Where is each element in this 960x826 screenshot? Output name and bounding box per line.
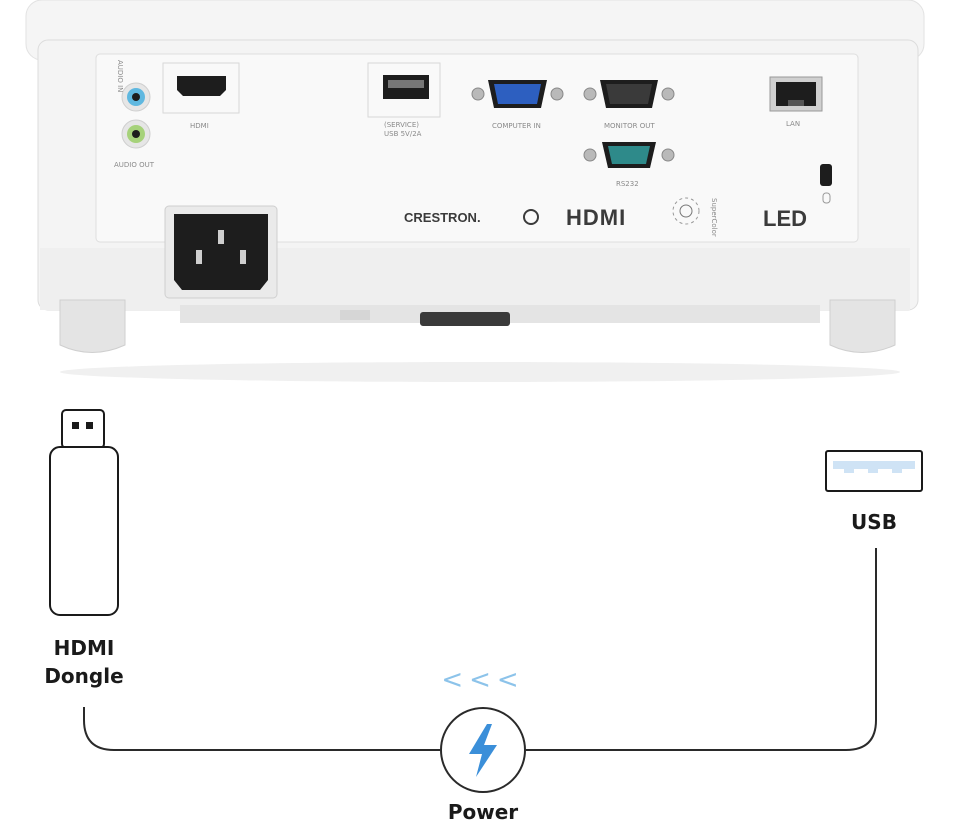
power-label: Power [447, 800, 519, 824]
power-bolt-icon [469, 724, 497, 777]
left-foot [59, 299, 126, 353]
rs232-port [583, 142, 675, 168]
hdmi-port [162, 62, 240, 114]
crestron-mark-icon [523, 209, 539, 225]
monitor-out-label: MONITOR OUT [604, 122, 655, 130]
power-inlet [164, 205, 278, 299]
right-foot [829, 299, 896, 353]
hdmi-dongle-label-line2: Dongle [44, 664, 124, 688]
monitor-out-port [583, 80, 675, 108]
lock-icon [822, 192, 831, 204]
supercolor-logo: SuperColor [710, 198, 718, 237]
hdmi-dongle-label-line1: HDMI [53, 636, 115, 660]
computer-in-port [471, 80, 564, 108]
hdmi-logo: HDMI [566, 205, 626, 230]
kensington-lock [820, 164, 832, 186]
rs232-label: RS232 [616, 180, 639, 188]
usb-service-port [367, 62, 441, 118]
projector-rear: AUDIO IN AUDIO OUT HDMI USB 5V/2A (SERVI… [25, 0, 925, 382]
crestron-logo: CRESTRON. [404, 210, 481, 225]
audio-out-jack [121, 119, 151, 149]
lan-port [769, 76, 823, 112]
computer-in-label: COMPUTER IN [492, 122, 541, 130]
usb-service-label: (SERVICE) [384, 121, 419, 129]
power-node [440, 707, 526, 793]
supercolor-flower-icon [672, 197, 700, 225]
lan-label: LAN [786, 120, 800, 128]
audio-in-label: AUDIO IN [116, 60, 124, 92]
usb-port-label: USB 5V/2A [384, 130, 422, 138]
hdmi-dongle-icon [49, 409, 119, 616]
led-logo: LED [763, 206, 807, 231]
hdmi-dongle-label: HDMI Dongle [24, 634, 144, 690]
connection-cable [83, 548, 877, 751]
usb-port-icon [825, 450, 923, 492]
usb-label: USB [851, 510, 897, 534]
direction-arrows: <<< [441, 665, 524, 695]
hdmi-port-label: HDMI [190, 122, 209, 130]
audio-out-label: AUDIO OUT [114, 161, 155, 169]
audio-in-jack [121, 82, 151, 112]
